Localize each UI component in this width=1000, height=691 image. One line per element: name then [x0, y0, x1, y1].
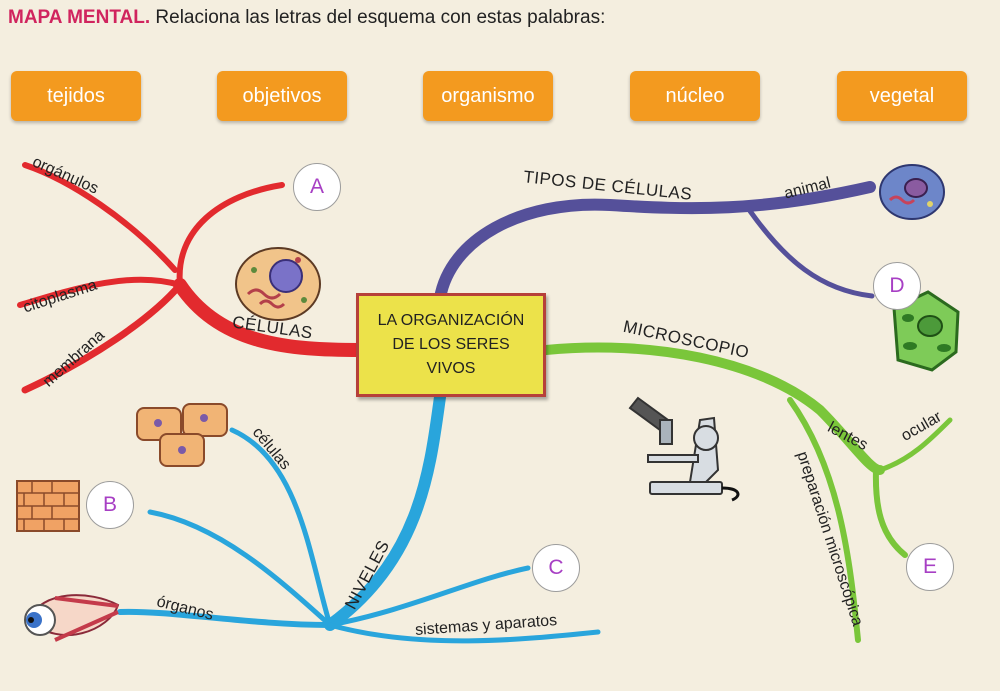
- word-tile-vegetal[interactable]: vegetal: [837, 71, 967, 121]
- animal-cell-right-icon: [879, 164, 945, 220]
- central-topic-line-1: LA ORGANIZACIÓN: [377, 312, 525, 329]
- central-topic: LA ORGANIZACIÓN DE LOS SERES VIVOS: [356, 293, 546, 397]
- word-tile-organismo[interactable]: organismo: [423, 71, 553, 121]
- central-topic-line-2: DE LOS SERES: [392, 336, 510, 353]
- header-instruction: Relaciona las letras del esquema con est…: [155, 7, 606, 28]
- header-tag: MAPA MENTAL.: [8, 7, 151, 28]
- word-tile-tejidos[interactable]: tejidos: [11, 71, 141, 121]
- answer-slot-c[interactable]: C: [532, 544, 580, 592]
- plant-cell-icon: [892, 290, 960, 372]
- cells-icon: [136, 403, 228, 467]
- central-topic-line-3: VIVOS: [426, 360, 476, 377]
- branch-celulas: [17, 162, 367, 394]
- tissue-icon: [16, 480, 80, 532]
- answer-slot-a[interactable]: A: [293, 163, 341, 211]
- answer-slot-d[interactable]: D: [873, 262, 921, 310]
- branch-microscopio: [541, 342, 953, 643]
- microscope-icon: [628, 396, 740, 502]
- animal-cell-icon: [235, 247, 321, 321]
- branch-niveles: [117, 391, 601, 644]
- word-tile-objetivos[interactable]: objetivos: [217, 71, 347, 121]
- branch-tipos: [434, 181, 876, 304]
- instructions: MAPA MENTAL. Relaciona las letras del es…: [8, 4, 648, 31]
- answer-slot-b[interactable]: B: [86, 481, 134, 529]
- word-tile-nucleo[interactable]: núcleo: [630, 71, 760, 121]
- answer-slot-e[interactable]: E: [906, 543, 954, 591]
- eye-organ-icon: [24, 594, 120, 642]
